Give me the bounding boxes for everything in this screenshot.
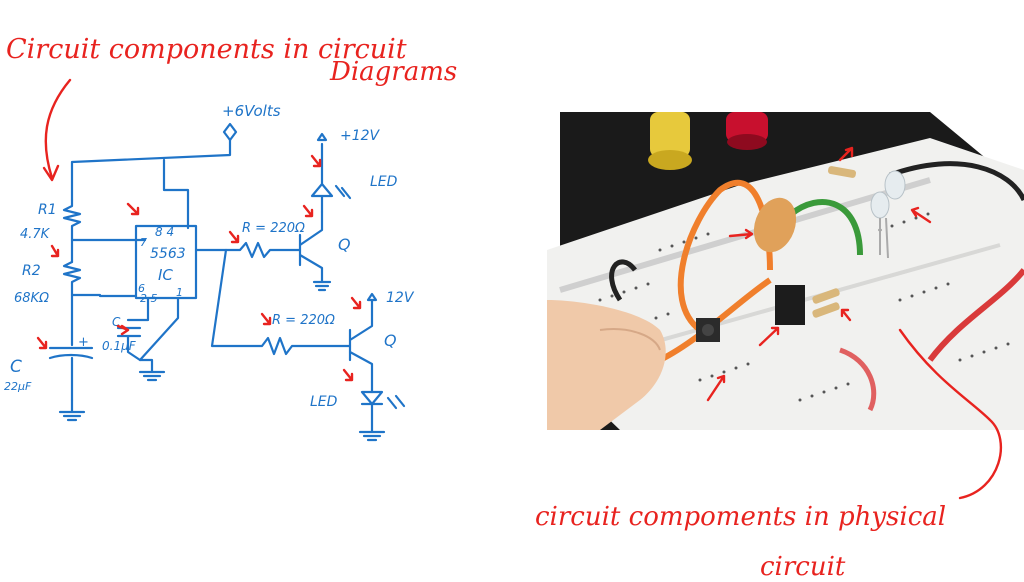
photo-arrow-ic [758,326,780,347]
ic-pin1: 1 [176,286,183,299]
r-bottom-symbol [210,248,352,356]
r2-name: R2 [22,263,41,279]
resistor-1 [812,288,840,304]
arrow-ic [126,202,140,216]
arrow-led-top [310,154,322,168]
black-wire [889,161,1024,202]
ic-ground [138,296,180,382]
v12-bottom-arrow [366,292,378,302]
supply-arrow [222,122,238,142]
c2-value: 0.1μF [102,339,137,353]
r1-value: 4.7K [20,227,51,242]
arrow-r-top [228,230,240,244]
ic-pin7: 7 [140,236,147,249]
arrow-led-bottom [342,368,354,382]
ic-chip [775,285,805,325]
led-bottom-label: LED [310,394,338,410]
led-bottom-symbol [358,390,386,442]
c1-symbol [48,346,94,402]
q-top-symbol [298,210,332,292]
schematic: +6Volts R1 4.7K R2 68KΩ + C 22μF 8 4 7 5… [4,102,415,442]
resistor-3 [827,166,857,178]
c1-value: 22μF [4,380,32,393]
ic-pin6: 6 [138,282,145,295]
supply-wire [70,138,232,202]
ic-number: 5563 [150,246,186,262]
r-bottom-label: R = 220Ω [272,313,335,328]
green-wire [788,199,863,256]
photo-arrow-button [706,374,726,402]
r-top-label: R = 220Ω [242,221,305,236]
r1-name: R1 [38,202,57,218]
led-1 [884,170,906,200]
v12-bottom: 12V [386,290,415,306]
arrow-c2 [116,324,130,336]
c1-name: C [10,357,22,377]
yellow-post [650,112,690,157]
led-top-rays [316,132,352,200]
led-bottom-rays [386,394,406,410]
title-arrowhead [42,164,60,182]
led-top-label: LED [370,174,398,190]
r-top-symbol [194,241,302,259]
ic-body [134,224,198,300]
q-bottom-symbol [348,298,374,394]
c1-plus: + [78,335,89,350]
ic-pins-top: 8 4 [155,225,174,239]
c2-name: C [112,315,121,329]
r1-symbol [62,198,82,264]
arrow-r-bottom [260,312,272,326]
resistor-2 [812,302,840,318]
q-bottom-label: Q [384,331,397,350]
r2-value: 68KΩ [14,291,49,306]
led-top-symbol [310,142,334,214]
ic-label: IC [158,266,173,284]
red-post [726,112,768,142]
arrow-cap [36,336,48,350]
pin8-wire [162,158,190,230]
photo-arrow-led [910,206,932,224]
arrow-r1 [50,244,60,258]
photo-arrow-resistors [840,308,852,322]
c2-symbol [116,296,150,362]
caption-pointer [898,328,1003,500]
r2-to-pin6 [70,293,137,298]
breadboard-photo [547,112,1024,430]
led-2 [870,191,890,219]
title-arrow [44,78,72,180]
q-top-label: Q [338,235,351,254]
v12-top: +12V [340,128,381,144]
ceramic-capacitor [753,197,797,253]
arrow-q-top [302,204,314,218]
supply-label: +6Volts [222,102,281,120]
photo-arrow-cap [728,228,754,240]
diagram-title-line1: Circuit components in circuit [6,34,407,65]
photo-arrow-resistor [838,146,854,162]
photo-caption-line2: circuit [760,552,846,582]
photo-caption-line1: circuit compoments in physical [535,502,946,532]
r2-symbol [62,260,82,347]
red-wire [927,268,1024,362]
arrow-q-bottom [350,296,362,310]
c1-ground [58,398,86,422]
diagram-title-line2: Diagrams [329,57,457,87]
